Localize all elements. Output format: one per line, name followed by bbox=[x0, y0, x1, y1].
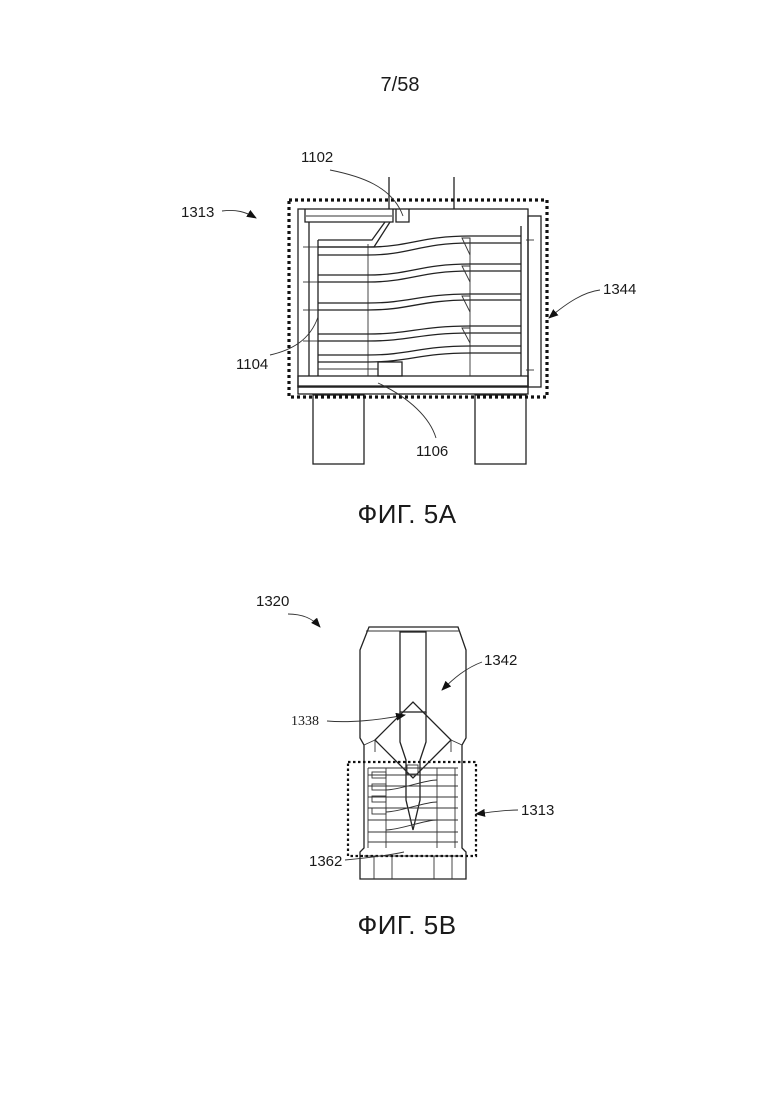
leader-1104 bbox=[270, 317, 318, 355]
connector-body bbox=[298, 209, 541, 394]
figure-5a: 1313 1102 1344 1104 1106 ФИГ. 5A bbox=[181, 149, 636, 529]
leader-1338 bbox=[327, 715, 405, 722]
label-1313: 1313 bbox=[181, 204, 214, 221]
label-1344: 1344 bbox=[603, 281, 636, 298]
leader-1342 bbox=[442, 662, 482, 690]
plug-body bbox=[360, 627, 466, 879]
right-foot bbox=[475, 395, 526, 464]
label-1106: 1106 bbox=[416, 443, 448, 460]
leader-1106 bbox=[378, 383, 436, 438]
leader-1320 bbox=[288, 614, 320, 627]
leader-1313-5b bbox=[476, 810, 518, 814]
label-1342: 1342 bbox=[484, 652, 517, 669]
leader-1344 bbox=[549, 290, 600, 318]
label-1320: 1320 bbox=[256, 593, 289, 610]
figure-5a-caption: ФИГ. 5A bbox=[357, 499, 456, 529]
left-foot bbox=[313, 395, 364, 464]
figure-5b-caption: ФИГ. 5B bbox=[357, 910, 456, 940]
label-1362: 1362 bbox=[309, 853, 342, 870]
figure-5b: 1320 1342 1338 1313 1362 ФИГ. 5B bbox=[256, 593, 554, 940]
leader-1313 bbox=[222, 210, 256, 218]
label-1104: 1104 bbox=[236, 356, 268, 373]
label-1338: 1338 bbox=[291, 714, 319, 729]
label-1313-5b: 1313 bbox=[521, 802, 554, 819]
label-1102: 1102 bbox=[301, 149, 333, 166]
page-number: 7/58 bbox=[381, 74, 420, 96]
